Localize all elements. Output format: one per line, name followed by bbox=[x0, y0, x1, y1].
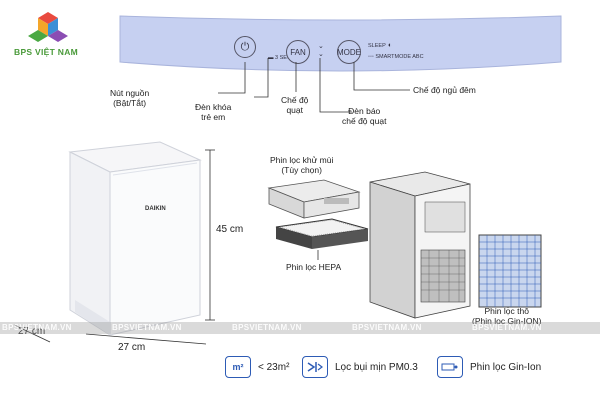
fan-indicator-leds: ⌄⌄ bbox=[318, 43, 324, 58]
callout-child-lock-line2: trẻ em bbox=[201, 112, 226, 122]
moon-icon: ◐ bbox=[388, 42, 393, 49]
feature-ion-filter-text: Phin lọc Gin-Ion bbox=[470, 361, 542, 373]
purifier-device-image: DAIKIN bbox=[68, 141, 202, 336]
room-area-icon: m² bbox=[225, 356, 251, 378]
callout-fan-indicator-line1: Đèn báo bbox=[348, 106, 381, 116]
label-pre-filter-line2: (Phin lọc Gin-ION) bbox=[472, 316, 542, 326]
label-deodorizing-filter-line1: Phin lọc khử mùi bbox=[270, 155, 334, 165]
ion-filter-icon-shape bbox=[441, 363, 458, 371]
label-deodorizing-filter-line2: (Tùy chọn) bbox=[281, 165, 322, 175]
brand-name: BPS VIỆT NAM bbox=[14, 47, 79, 57]
purifier-interior-image bbox=[369, 171, 471, 319]
callout-child-lock: Đèn khóa trẻ em bbox=[195, 102, 231, 122]
pm-filter-icon-shape bbox=[307, 362, 323, 372]
pm-filter-icon bbox=[302, 356, 328, 378]
watermark-text: BPSVIETNAM.VN bbox=[472, 323, 542, 332]
callout-fan-mode-line1: Chế độ bbox=[281, 95, 309, 105]
fan-button[interactable]: FAN bbox=[286, 40, 310, 64]
deodorizing-filter-image bbox=[267, 179, 361, 219]
pre-filter-image bbox=[478, 234, 542, 308]
label-pre-filter: Phin lọc thô (Phin lọc Gin-ION) bbox=[472, 306, 541, 326]
watermark-text: BPSVIETNAM.VN bbox=[2, 323, 72, 332]
feature-ion-filter: Phin lọc Gin-Ion bbox=[437, 354, 541, 380]
brand-logo: BPS VIỆT NAM bbox=[14, 10, 104, 62]
callout-sleep-mode-line1: Chế độ ngủ đêm bbox=[413, 85, 476, 95]
child-lock-indicator-label: ▬ 3 SEC bbox=[268, 55, 291, 61]
power-button[interactable]: ⏻ bbox=[234, 36, 256, 58]
callout-fan-mode: Chế độ quạt bbox=[281, 95, 308, 115]
label-hepa-filter: Phin lọc HEPA bbox=[286, 262, 342, 272]
watermark-bar: BPSVIETNAM.VN BPSVIETNAM.VN BPSVIETNAM.V… bbox=[0, 322, 600, 334]
sleep-label: SLEEP bbox=[368, 43, 386, 49]
callout-power-line1: Nút nguồn bbox=[110, 88, 150, 98]
callout-power: Nút nguồn (Bật/Tắt) bbox=[110, 88, 149, 108]
ion-filter-icon bbox=[437, 356, 463, 378]
dimension-width: 27 cm bbox=[118, 342, 146, 353]
feature-pm-filter-text: Lọc bụi mịn PM0.3 bbox=[335, 361, 418, 373]
control-panel: ⏻ ▬ 3 SEC FAN ⌄⌄ MODE SLEEP ◐ ◦◦◦ SMARTM… bbox=[118, 14, 563, 84]
watermark-text: BPSVIETNAM.VN bbox=[232, 323, 302, 332]
power-icon: ⏻ bbox=[240, 40, 250, 53]
callout-fan-indicator: Đèn báo chế độ quạt bbox=[342, 106, 386, 126]
fan-button-label: FAN bbox=[290, 47, 306, 57]
callout-fan-indicator-line2: chế độ quạt bbox=[342, 116, 387, 126]
label-deodorizing-filter: Phin lọc khử mùi (Tùy chọn) bbox=[270, 155, 333, 175]
feature-pm-filter: Lọc bụi mịn PM0.3 bbox=[302, 354, 418, 380]
room-area-icon-text: m² bbox=[232, 362, 244, 372]
watermark-text: BPSVIETNAM.VN bbox=[112, 323, 182, 332]
device-brand-label: DAIKIN bbox=[145, 206, 166, 212]
brand-logo-icon bbox=[28, 12, 68, 42]
dimension-depth: 27 cm bbox=[18, 326, 46, 337]
feature-room-area: m² < 23m² bbox=[225, 354, 289, 380]
callout-sleep-mode: Chế độ ngủ đêm bbox=[413, 85, 476, 95]
mode-button-label: MODE bbox=[337, 47, 361, 57]
mode-indicator-label: ◦◦◦ SMARTMODE ABC bbox=[368, 54, 424, 60]
callout-power-line2: (Bật/Tắt) bbox=[113, 98, 147, 108]
callout-fan-mode-line2: quạt bbox=[286, 105, 303, 115]
watermark-text: BPSVIETNAM.VN bbox=[352, 323, 422, 332]
label-pre-filter-line1: Phin lọc thô bbox=[484, 306, 529, 316]
dimension-height: 45 cm bbox=[216, 224, 244, 235]
mode-button[interactable]: MODE bbox=[337, 40, 361, 64]
callout-child-lock-line1: Đèn khóa bbox=[195, 102, 232, 112]
hepa-filter-image bbox=[275, 218, 369, 249]
feature-room-area-text: < 23m² bbox=[258, 361, 290, 373]
